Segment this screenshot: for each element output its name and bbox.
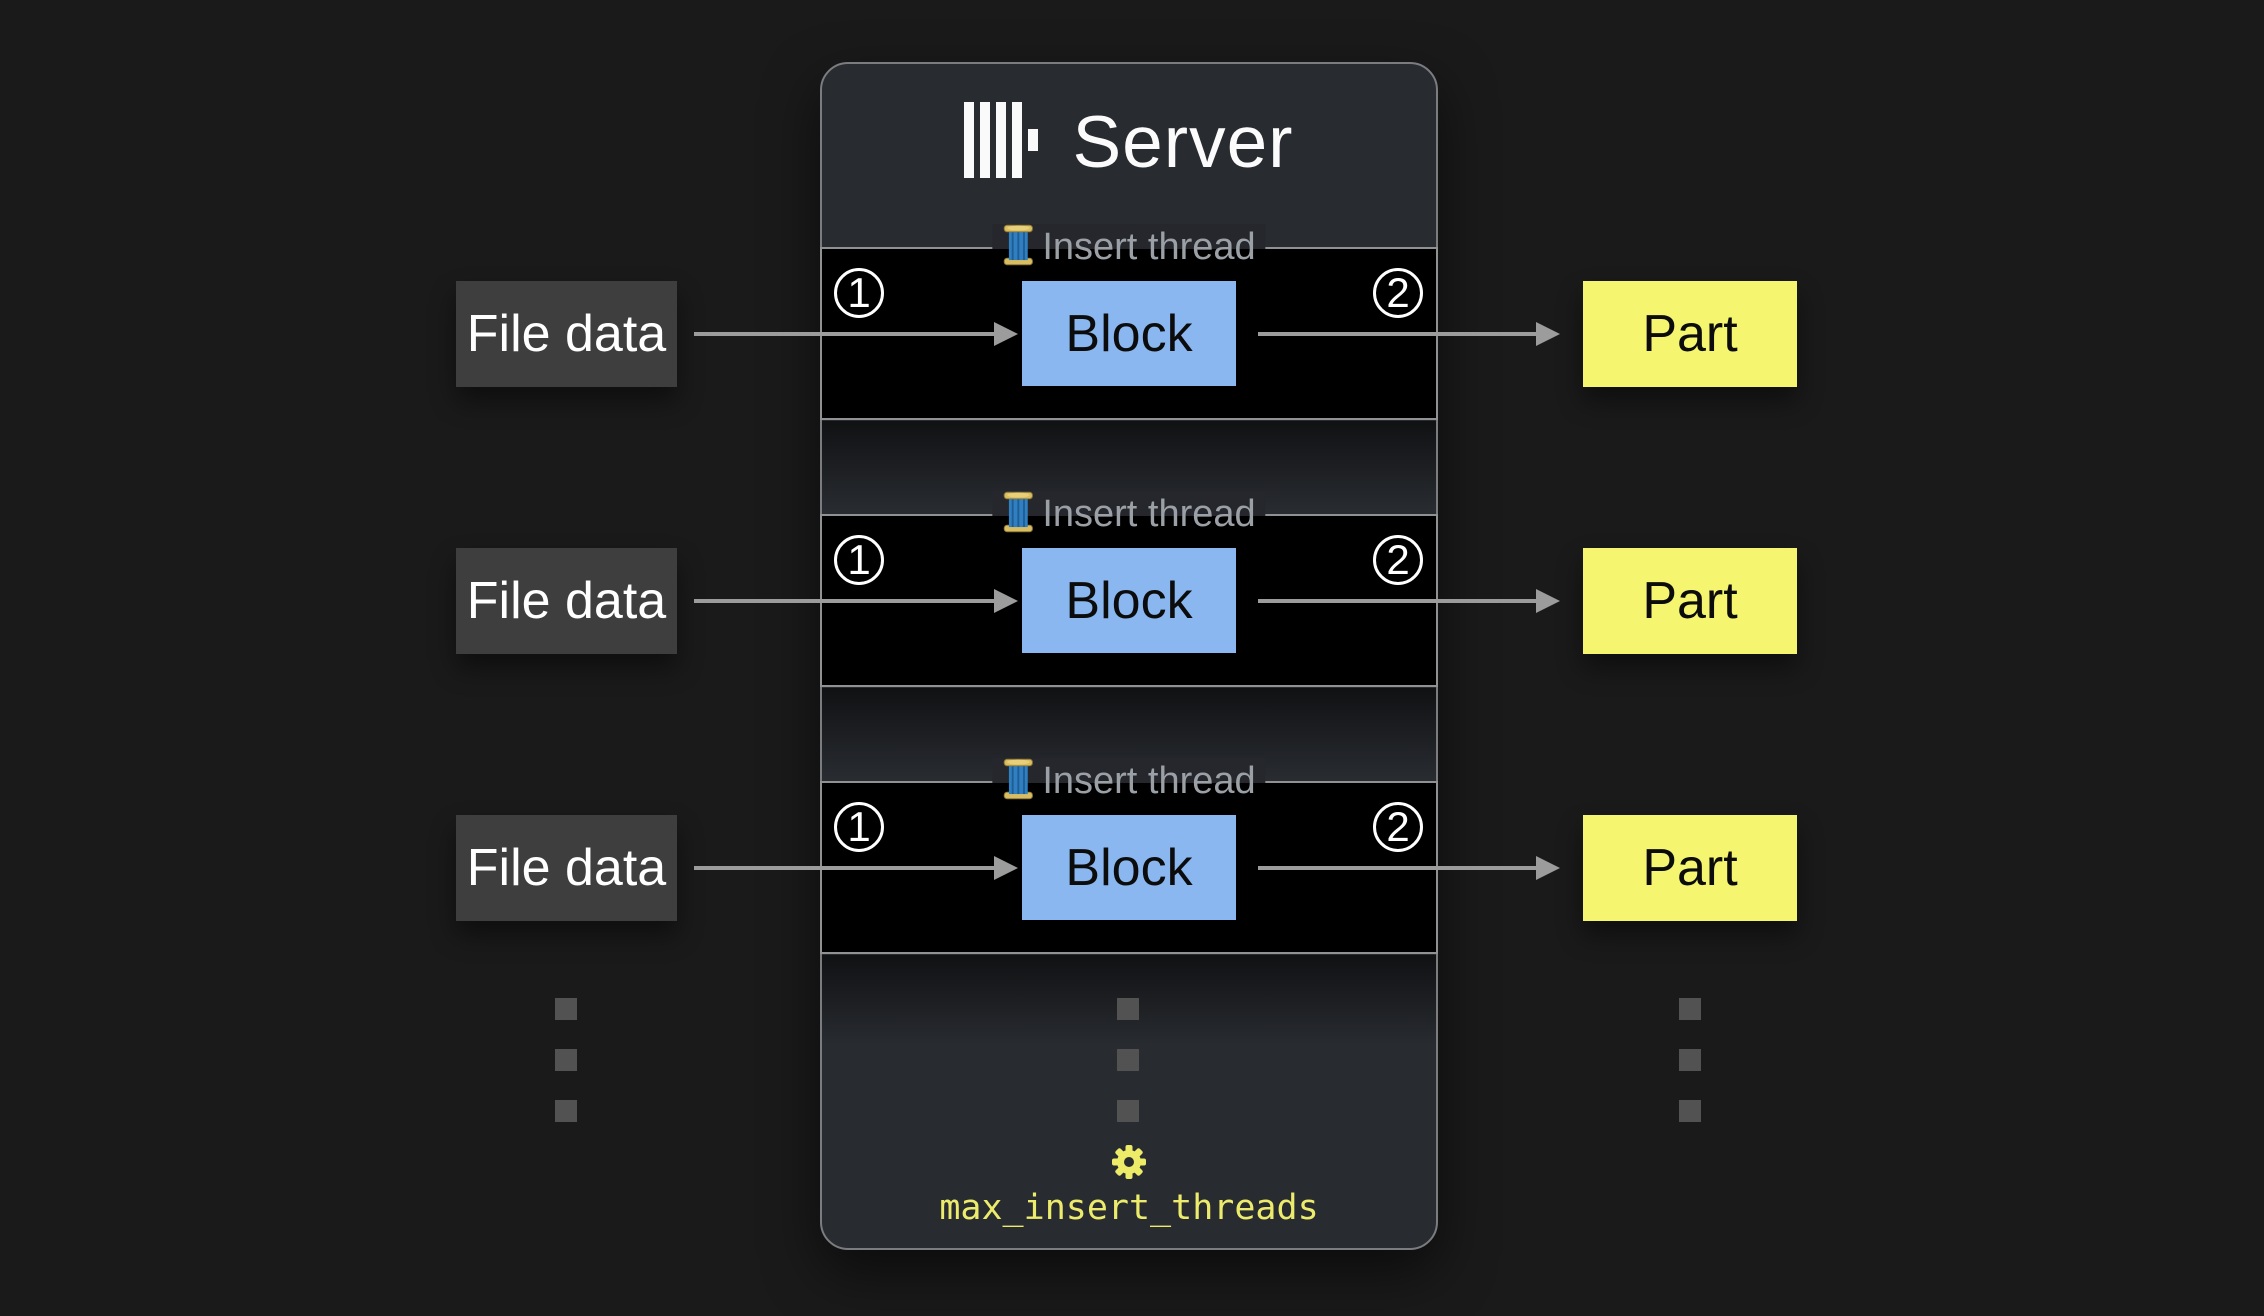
thread-spool-icon xyxy=(1002,224,1034,271)
file-data-node: File data xyxy=(456,548,677,654)
insert-thread-label: Insert thread xyxy=(1042,492,1256,535)
insert-thread-legend: Insert thread xyxy=(992,224,1266,271)
arrow-head-icon xyxy=(1536,322,1560,346)
arrow-head-icon xyxy=(994,589,1018,613)
ellipsis-dot xyxy=(1117,998,1139,1020)
block-node: Block xyxy=(1022,548,1236,653)
clickhouse-logo-icon xyxy=(964,101,1039,183)
server-title: Server xyxy=(1072,101,1294,183)
ellipsis-dot xyxy=(1679,1100,1701,1122)
thread-spool-icon xyxy=(1002,491,1034,538)
step-badge-1: 1 xyxy=(834,268,884,318)
arrow-head-icon xyxy=(994,322,1018,346)
ellipsis-dot xyxy=(1679,1049,1701,1071)
step-badge-1: 1 xyxy=(834,535,884,585)
file-data-node: File data xyxy=(456,281,677,387)
ellipsis-dot xyxy=(555,1049,577,1071)
step-badge-2: 2 xyxy=(1373,802,1423,852)
max-insert-threads-label: max_insert_threads xyxy=(939,1188,1319,1228)
step-badge-2: 2 xyxy=(1373,535,1423,585)
insert-thread-legend: Insert thread xyxy=(992,758,1266,805)
part-node: Part xyxy=(1583,281,1797,387)
gear-icon xyxy=(1111,1144,1147,1185)
arrow-head-icon xyxy=(1536,856,1560,880)
server-header: Server xyxy=(820,100,1438,184)
arrow-head-icon xyxy=(1536,589,1560,613)
arrow-head-icon xyxy=(994,856,1018,880)
file-data-node: File data xyxy=(456,815,677,921)
thread-spool-icon xyxy=(1002,758,1034,805)
step-badge-2: 2 xyxy=(1373,268,1423,318)
ellipsis-dot xyxy=(1679,998,1701,1020)
ellipsis-dot xyxy=(555,1100,577,1122)
ellipsis-dot xyxy=(1117,1049,1139,1071)
insert-thread-legend: Insert thread xyxy=(992,491,1266,538)
step-badge-1: 1 xyxy=(834,802,884,852)
part-node: Part xyxy=(1583,548,1797,654)
insert-thread-label: Insert thread xyxy=(1042,225,1256,268)
part-node: Part xyxy=(1583,815,1797,921)
setting-row xyxy=(820,1144,1438,1185)
insert-thread-label: Insert thread xyxy=(1042,759,1256,802)
block-node: Block xyxy=(1022,281,1236,386)
block-node: Block xyxy=(1022,815,1236,920)
ellipsis-dot xyxy=(555,998,577,1020)
ellipsis-dot xyxy=(1117,1100,1139,1122)
